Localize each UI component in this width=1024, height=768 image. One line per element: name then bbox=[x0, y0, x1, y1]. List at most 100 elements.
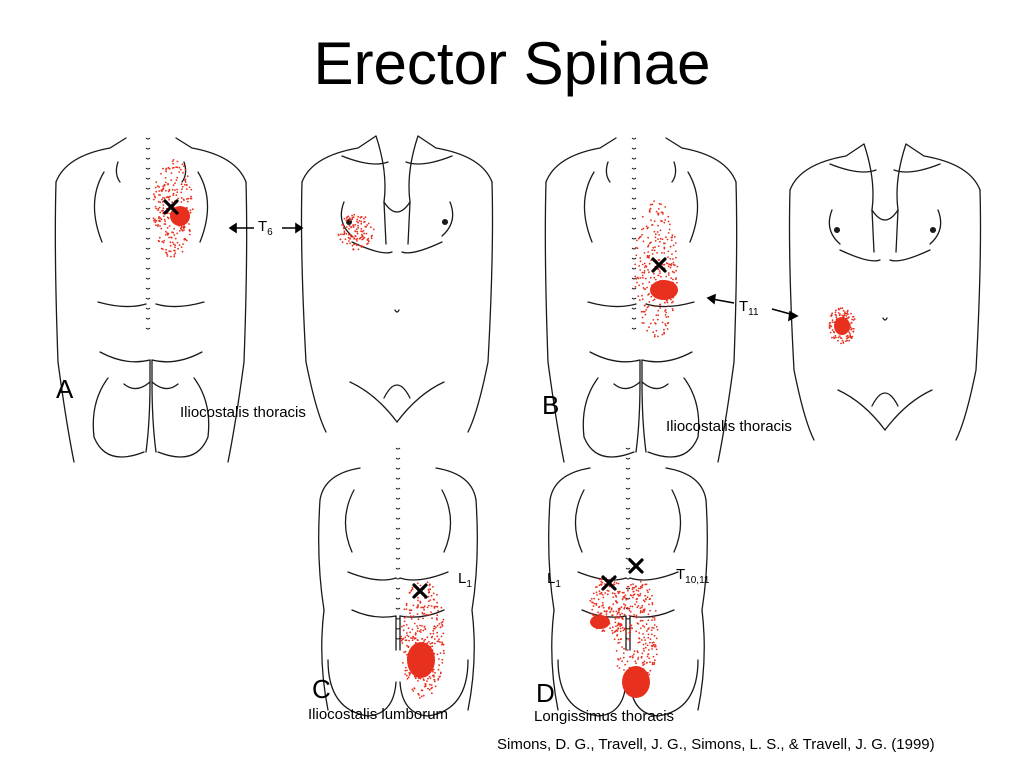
referral-dot bbox=[646, 286, 648, 289]
referral-dot bbox=[647, 245, 649, 248]
referral-dot bbox=[675, 256, 677, 259]
referral-dot bbox=[832, 336, 835, 339]
referral-dot bbox=[651, 663, 654, 666]
referral-dot bbox=[438, 664, 440, 667]
referral-dot bbox=[655, 314, 658, 317]
referral-dot bbox=[175, 194, 178, 197]
referral-dot bbox=[654, 233, 657, 236]
referral-dot bbox=[634, 263, 636, 266]
referral-dot bbox=[357, 248, 360, 251]
referral-dot bbox=[601, 605, 603, 607]
referral-dot bbox=[166, 196, 169, 198]
referral-dot bbox=[647, 628, 649, 631]
referral-dot bbox=[624, 594, 627, 597]
referral-dot bbox=[633, 614, 635, 616]
referral-dot bbox=[646, 254, 649, 257]
referral-dot bbox=[648, 281, 651, 284]
referral-dot bbox=[352, 248, 355, 251]
referral-dot bbox=[638, 632, 641, 634]
panel-c-muscle-label: Iliocostalis lumborum bbox=[308, 706, 449, 723]
referral-dot bbox=[641, 271, 644, 274]
referral-dot bbox=[357, 226, 360, 229]
referral-dot bbox=[667, 220, 670, 223]
referral-dot bbox=[435, 617, 438, 620]
panel-b-back-figure bbox=[544, 137, 738, 463]
referral-dot bbox=[350, 235, 352, 238]
referral-dot bbox=[185, 188, 188, 191]
referral-dot bbox=[632, 583, 634, 585]
referral-dot bbox=[173, 227, 176, 230]
referral-dot bbox=[436, 635, 439, 638]
referral-dot bbox=[648, 256, 650, 259]
referral-dot bbox=[407, 635, 410, 638]
referral-dot bbox=[828, 327, 831, 329]
referral-dot bbox=[667, 232, 670, 234]
referral-dot bbox=[634, 660, 637, 663]
referral-dot bbox=[157, 207, 160, 210]
referral-dot bbox=[621, 660, 623, 663]
referral-dot bbox=[641, 619, 644, 622]
referral-dot bbox=[653, 335, 656, 338]
referral-dot bbox=[613, 638, 616, 641]
panel-d-trigger-point-t10 bbox=[628, 558, 644, 574]
referral-dot bbox=[651, 602, 654, 604]
referral-dot bbox=[653, 272, 655, 275]
referral-dot bbox=[180, 225, 183, 228]
referral-dot bbox=[153, 195, 156, 198]
referral-dot bbox=[648, 673, 651, 676]
referral-dot bbox=[642, 609, 645, 612]
referral-dot bbox=[412, 635, 414, 638]
referral-dot bbox=[831, 329, 834, 331]
referral-dot bbox=[834, 334, 837, 337]
referral-dot bbox=[180, 197, 183, 199]
referral-dot bbox=[660, 275, 662, 278]
referral-dot bbox=[649, 609, 651, 612]
referral-dot bbox=[835, 316, 838, 319]
panel-a-segment-arrows bbox=[228, 222, 304, 234]
referral-dot bbox=[621, 617, 624, 620]
referral-dot bbox=[595, 591, 598, 594]
referral-dot bbox=[344, 238, 347, 241]
referral-dot bbox=[667, 305, 670, 307]
referral-dot bbox=[348, 217, 351, 220]
referral-dot bbox=[643, 322, 645, 324]
referral-dot bbox=[430, 684, 433, 686]
panel-d-segment1-base: L bbox=[547, 570, 556, 587]
referral-dot bbox=[611, 632, 614, 635]
referral-dot bbox=[629, 605, 632, 608]
referral-dot bbox=[168, 188, 171, 191]
referral-dot bbox=[833, 331, 836, 334]
referral-dot bbox=[402, 662, 404, 664]
referral-dot bbox=[628, 639, 631, 642]
referral-dot bbox=[591, 614, 594, 616]
referral-dot bbox=[169, 244, 172, 247]
referral-dot bbox=[639, 610, 642, 612]
referral-dot bbox=[644, 313, 647, 316]
referral-dot bbox=[358, 237, 361, 240]
referral-dot bbox=[653, 663, 655, 666]
referral-dot bbox=[180, 201, 183, 203]
referral-dot bbox=[846, 309, 849, 312]
referral-dot bbox=[403, 651, 405, 653]
referral-dot bbox=[831, 336, 833, 339]
referral-dot bbox=[168, 168, 171, 170]
referral-dot bbox=[340, 233, 342, 236]
referral-dot bbox=[624, 597, 627, 599]
referral-dot bbox=[658, 234, 660, 236]
referral-dot bbox=[847, 336, 849, 339]
referral-dot bbox=[644, 642, 647, 645]
referral-dot bbox=[356, 230, 359, 233]
referral-dot bbox=[627, 607, 630, 610]
referral-dot bbox=[365, 232, 368, 235]
referral-dot bbox=[636, 247, 639, 250]
referral-dot bbox=[609, 627, 611, 630]
referral-dot bbox=[157, 200, 160, 203]
referral-dot bbox=[421, 689, 424, 692]
referral-dot bbox=[601, 581, 604, 584]
referral-dot bbox=[176, 232, 179, 235]
referral-dot bbox=[353, 238, 355, 240]
referral-dot bbox=[401, 625, 403, 628]
referral-dot bbox=[643, 626, 646, 628]
referral-dot bbox=[431, 645, 434, 648]
referral-dot bbox=[188, 233, 191, 236]
